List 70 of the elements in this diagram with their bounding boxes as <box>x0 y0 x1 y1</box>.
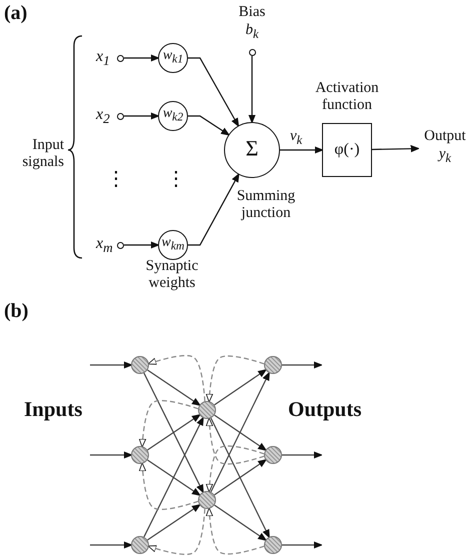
bias-symbol: b$_{k}$ <box>245 22 259 42</box>
arrow <box>147 460 201 496</box>
axis-title: Input signals <box>21 137 64 170</box>
arrow <box>90 451 132 459</box>
arrow <box>282 451 322 459</box>
arrow <box>214 504 267 541</box>
neuron-circle <box>131 446 149 464</box>
arrow <box>90 361 132 369</box>
ellipsis-label: ⋮ <box>166 168 178 190</box>
dashed-arrow <box>206 418 264 465</box>
dashed-arrow <box>206 355 264 402</box>
arrow <box>147 504 201 540</box>
bias-label: Bias <box>238 4 266 20</box>
arrow <box>214 459 267 496</box>
output-symbol: y$_{k}$ <box>438 146 452 166</box>
dashed-arrow <box>206 445 264 492</box>
caption-label: Synaptic weights <box>144 258 200 291</box>
neuron-circle <box>264 446 282 464</box>
arrow <box>282 541 322 549</box>
ellipsis-label: ⋮ <box>106 168 118 190</box>
function-symbol: φ(·) <box>334 141 360 159</box>
caption-label: Activation function <box>314 80 380 113</box>
arrow <box>210 372 270 492</box>
arrow <box>143 372 204 494</box>
arrow <box>124 241 160 249</box>
neuron-circle <box>264 536 282 554</box>
weight-label: w$_{k1}$ <box>162 48 184 66</box>
arrow <box>372 145 420 152</box>
arrow <box>90 541 132 549</box>
output-label: Output <box>424 128 466 144</box>
dashed-arrow <box>148 355 206 402</box>
arrow <box>214 369 267 406</box>
dashed-arrow <box>206 508 264 555</box>
layer-label: Outputs <box>288 398 363 422</box>
variable-label: x$_{2}$ <box>96 106 110 127</box>
arrow <box>124 54 160 62</box>
neuron-circle <box>264 356 282 374</box>
neuron-circle <box>131 356 149 374</box>
arrow <box>188 115 230 136</box>
arrow <box>147 414 201 450</box>
arrow <box>147 370 201 406</box>
arrow <box>210 418 270 538</box>
dashed-arrow <box>138 462 198 510</box>
variable-label: x$_{1}$ <box>96 48 110 69</box>
arrow <box>124 112 160 120</box>
weight-circle <box>158 43 188 73</box>
caption-label: Summing junction <box>236 188 296 221</box>
neuron-circle <box>198 401 216 419</box>
activation-function-box <box>322 123 372 177</box>
arrow <box>282 361 322 369</box>
weight-label: w$_{k2}$ <box>162 106 184 124</box>
arrow <box>280 146 324 154</box>
weight-label: w$_{km}$ <box>162 234 184 254</box>
panel-label: (b) <box>4 300 30 322</box>
arrow <box>188 57 240 127</box>
neuron-circle <box>131 536 149 554</box>
arrow <box>143 416 204 538</box>
neuron-circle <box>198 491 216 509</box>
weight-circle <box>158 101 188 131</box>
dashed-arrow <box>148 508 206 555</box>
arrow <box>214 414 267 451</box>
panel-label: (a) <box>4 2 28 24</box>
arrow <box>248 56 256 124</box>
weight-circle <box>158 230 188 260</box>
arrow <box>188 173 240 246</box>
layer-label: Inputs <box>24 398 84 422</box>
dashed-arrow <box>138 400 198 448</box>
variable-label: x$_{m}$ <box>96 235 113 256</box>
sigma-symbol: Σ <box>246 136 258 161</box>
summing-junction-circle <box>224 122 280 178</box>
